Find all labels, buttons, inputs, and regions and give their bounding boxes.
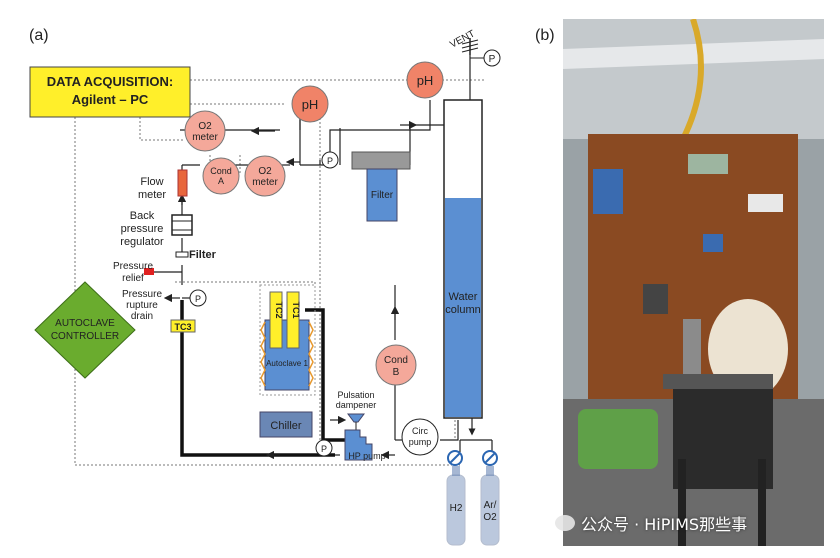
panel-a-label: (a) xyxy=(29,27,49,44)
filter-housing xyxy=(351,151,411,170)
tc2-probe xyxy=(269,291,283,349)
pulsation-line1: Pulsation xyxy=(337,390,374,400)
ph-meter-top-label: pH xyxy=(417,73,434,88)
o2-meter-upper xyxy=(184,110,226,152)
ar-o2-line2: O2 xyxy=(483,512,497,523)
inline-filter xyxy=(175,251,189,258)
back-pressure-line1: Back xyxy=(130,210,155,222)
hp-pump xyxy=(344,429,373,461)
ph-meter-left xyxy=(291,85,329,123)
panel-b-label: (b) xyxy=(535,27,555,44)
water-column-line2: column xyxy=(445,304,480,316)
flow-arrows xyxy=(163,100,460,460)
back-pressure-line3: regulator xyxy=(120,236,164,248)
data-acquisition-line2: Agilent – PC xyxy=(72,92,149,107)
vent-label: VENT xyxy=(448,28,477,50)
data-acquisition-box xyxy=(29,66,191,118)
heater-left xyxy=(260,321,266,387)
lab-photo-illustration xyxy=(563,19,824,546)
wechat-icon xyxy=(555,515,575,531)
cond-a-line2: A xyxy=(218,176,224,186)
filter-box-label: Filter xyxy=(371,190,394,201)
tc1-probe xyxy=(286,291,300,349)
watermark: 公众号 · HiPIMS那些事 xyxy=(555,510,825,536)
cond-b-line2: B xyxy=(393,367,400,378)
flow-meter-line2: meter xyxy=(138,189,166,201)
cond-a-line1: Cond xyxy=(210,166,232,176)
vent-pressure-gauge xyxy=(483,49,501,67)
o2-meter-lower xyxy=(244,155,286,197)
data-acquisition-line1: DATA ACQUISITION: xyxy=(47,74,173,89)
o2-meter-lower-line1: O2 xyxy=(258,166,272,177)
circ-pump-line1: Circ xyxy=(412,426,428,436)
pulsation-line2: dampener xyxy=(336,400,377,410)
cond-b-meter xyxy=(375,344,417,386)
pressure-rupture-line3: drain xyxy=(131,311,153,322)
cond-a-meter xyxy=(202,157,240,195)
pressure-rupture-line1: Pressure xyxy=(122,289,162,300)
hp-pump-gauge xyxy=(315,439,333,457)
back-pressure-line2: pressure xyxy=(121,223,164,235)
flow-meter-line1: Flow xyxy=(140,176,163,188)
tc2-label: TC2 xyxy=(274,301,284,318)
water-column-water xyxy=(445,198,481,417)
flow-meter-tube xyxy=(177,169,188,197)
controller-line2: CONTROLLER xyxy=(51,331,119,342)
pressure-relief-valve xyxy=(144,268,154,275)
water-column-line1: Water xyxy=(449,291,478,303)
ar-o2-line1: Ar/ xyxy=(484,500,497,511)
vent xyxy=(461,38,485,59)
pressure-gauge-filter xyxy=(321,151,339,169)
hp-pump-label: HP pump xyxy=(348,451,385,461)
o2-meter-upper-line1: O2 xyxy=(198,121,212,132)
rupture-gauge-label: P xyxy=(195,294,201,304)
chiller-label: Chiller xyxy=(270,420,302,432)
pressure-gauge-filter-label: P xyxy=(327,156,333,166)
circ-pump xyxy=(401,418,439,456)
main-flow-lines xyxy=(180,300,350,457)
o2-meter-lower-line2: meter xyxy=(252,177,278,188)
hp-pump-gauge-label: P xyxy=(321,444,327,454)
rupture-gauge xyxy=(189,289,207,307)
chiller-box xyxy=(259,411,313,438)
inline-filter-label: Filter xyxy=(189,249,217,261)
o2-meter-upper-line2: meter xyxy=(192,132,218,143)
pressure-rupture-line2: rupture xyxy=(126,300,158,311)
autoclave-controller xyxy=(34,281,136,379)
h2-label: H2 xyxy=(450,503,463,514)
vent-gauge-label: P xyxy=(489,54,496,65)
tc1-label: TC1 xyxy=(291,301,301,318)
back-pressure-regulator xyxy=(171,214,193,236)
circ-pump-line2: pump xyxy=(409,437,432,447)
tc3-label: TC3 xyxy=(174,322,191,332)
filter-body xyxy=(366,168,398,222)
cond-b-line1: Cond xyxy=(384,355,408,366)
pressure-relief-line2: relief xyxy=(122,273,144,284)
tc3-box xyxy=(170,319,196,333)
pressure-relief-line1: Pressure xyxy=(113,261,153,272)
autoclave-enclosure xyxy=(259,284,316,396)
gas-manifold xyxy=(459,418,493,452)
controller-line1: AUTOCLAVE xyxy=(55,318,115,329)
watermark-text: 公众号 · HiPIMS那些事 xyxy=(581,515,748,534)
h2-cylinder xyxy=(446,450,466,546)
lab-photo xyxy=(563,19,824,546)
heater-right xyxy=(308,321,314,387)
autoclave-label: Autoclave 1 xyxy=(266,359,308,368)
pulsation-dampener xyxy=(347,413,365,423)
ph-meter-top xyxy=(406,61,444,99)
ar-o2-cylinder xyxy=(480,450,500,546)
ph-meter-left-label: pH xyxy=(302,97,319,112)
